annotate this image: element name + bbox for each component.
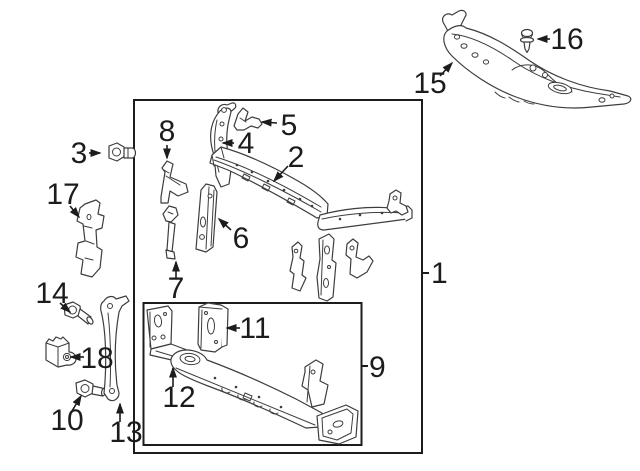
part-11-drawing (197, 302, 229, 353)
callout-7[interactable]: 7 (168, 272, 185, 305)
part-9-lower-tie-bar-drawing (170, 349, 323, 429)
part-17-drawing (75, 199, 105, 278)
callout-17[interactable]: 17 (46, 178, 79, 211)
callout-18[interactable]: 18 (80, 342, 113, 375)
part-1-clip-bracket-drawing (386, 189, 409, 216)
callout-16[interactable]: 16 (550, 23, 583, 56)
callout-17-arrow (69, 205, 81, 219)
callout-14-arrow (59, 302, 72, 314)
part-9-stand-bracket-drawing (301, 359, 329, 408)
callout-2[interactable]: 2 (288, 141, 305, 174)
callout-10[interactable]: 10 (50, 404, 83, 437)
part-12-drawing (146, 305, 196, 362)
callout-5-arrow (260, 118, 278, 127)
part-9-corner-plate-drawing (316, 404, 359, 445)
callout-12[interactable]: 12 (162, 381, 195, 414)
part-3-drawing (108, 142, 137, 162)
callout-15-arrow (439, 61, 454, 77)
part-1-bracket-c-drawing (345, 238, 374, 279)
callout-arrows (59, 35, 550, 422)
part-6-drawing (195, 183, 218, 253)
part-2-drawing (209, 146, 329, 219)
part-1-bracket-b-drawing (316, 233, 337, 302)
callout-4[interactable]: 4 (238, 127, 255, 160)
callout-14[interactable]: 14 (35, 277, 68, 310)
inner-assembly-box (142, 302, 363, 446)
callout-8[interactable]: 8 (159, 115, 176, 148)
callout-15[interactable]: 15 (413, 67, 446, 100)
part-1-bracket-a-drawing (289, 241, 307, 292)
part-15-drawing (442, 9, 632, 109)
callout-3[interactable]: 3 (71, 137, 88, 170)
part-18-drawing (45, 336, 77, 368)
callout-10-arrow (71, 394, 82, 412)
part-5-drawing (233, 107, 263, 131)
callout-6-arrow (217, 217, 232, 231)
callout-2-arrow (272, 165, 289, 183)
outer-assembly-box (133, 99, 423, 454)
callout-13[interactable]: 13 (109, 416, 142, 449)
part-8-drawing (160, 160, 189, 204)
part-16-drawing (519, 28, 535, 54)
callout-1[interactable]: 1 (431, 257, 448, 290)
part-13-drawing (100, 295, 130, 402)
callout-5[interactable]: 5 (281, 109, 298, 142)
callout-9[interactable]: 9 (369, 351, 386, 384)
callout-11[interactable]: 11 (239, 312, 270, 345)
callout-6[interactable]: 6 (233, 222, 250, 255)
part-7-drawing (162, 205, 179, 260)
